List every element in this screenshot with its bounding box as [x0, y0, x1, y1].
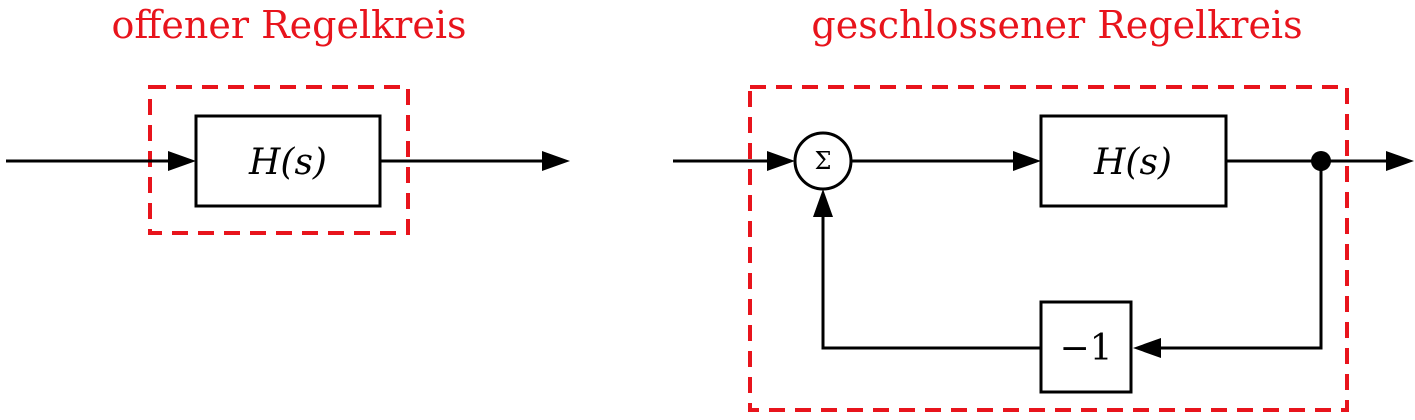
closed-loop-diagram: geschlossener Regelkreis Σ H(s) −1 [673, 3, 1414, 412]
summing-symbol: Σ [815, 147, 832, 175]
open-loop-title: offener Regelkreis [112, 3, 467, 47]
forward-path-arrowhead [1013, 151, 1041, 171]
feedback-gain-block [1039, 300, 1133, 394]
feedback-path-left [821, 214, 1041, 350]
feedback-path-right [1160, 161, 1323, 350]
open-loop-input-arrowhead [168, 151, 196, 171]
open-loop-output-arrowhead [542, 151, 570, 171]
feedback-gain-label: −1 [1059, 328, 1112, 369]
closed-loop-transfer-label: H(s) [1093, 142, 1172, 183]
open-loop-transfer-label: H(s) [248, 142, 327, 183]
open-loop-diagram: offener Regelkreis H(s) [6, 3, 570, 235]
feedback-arrowhead-into-gain [1133, 338, 1161, 358]
open-loop-transfer-block [194, 114, 382, 208]
closed-loop-output-arrowhead [1386, 151, 1414, 171]
closed-loop-input-arrowhead [767, 151, 795, 171]
closed-loop-title: geschlossener Regelkreis [811, 3, 1302, 47]
feedback-arrowhead-into-sum [813, 189, 833, 217]
closed-loop-boundary [748, 85, 1349, 412]
